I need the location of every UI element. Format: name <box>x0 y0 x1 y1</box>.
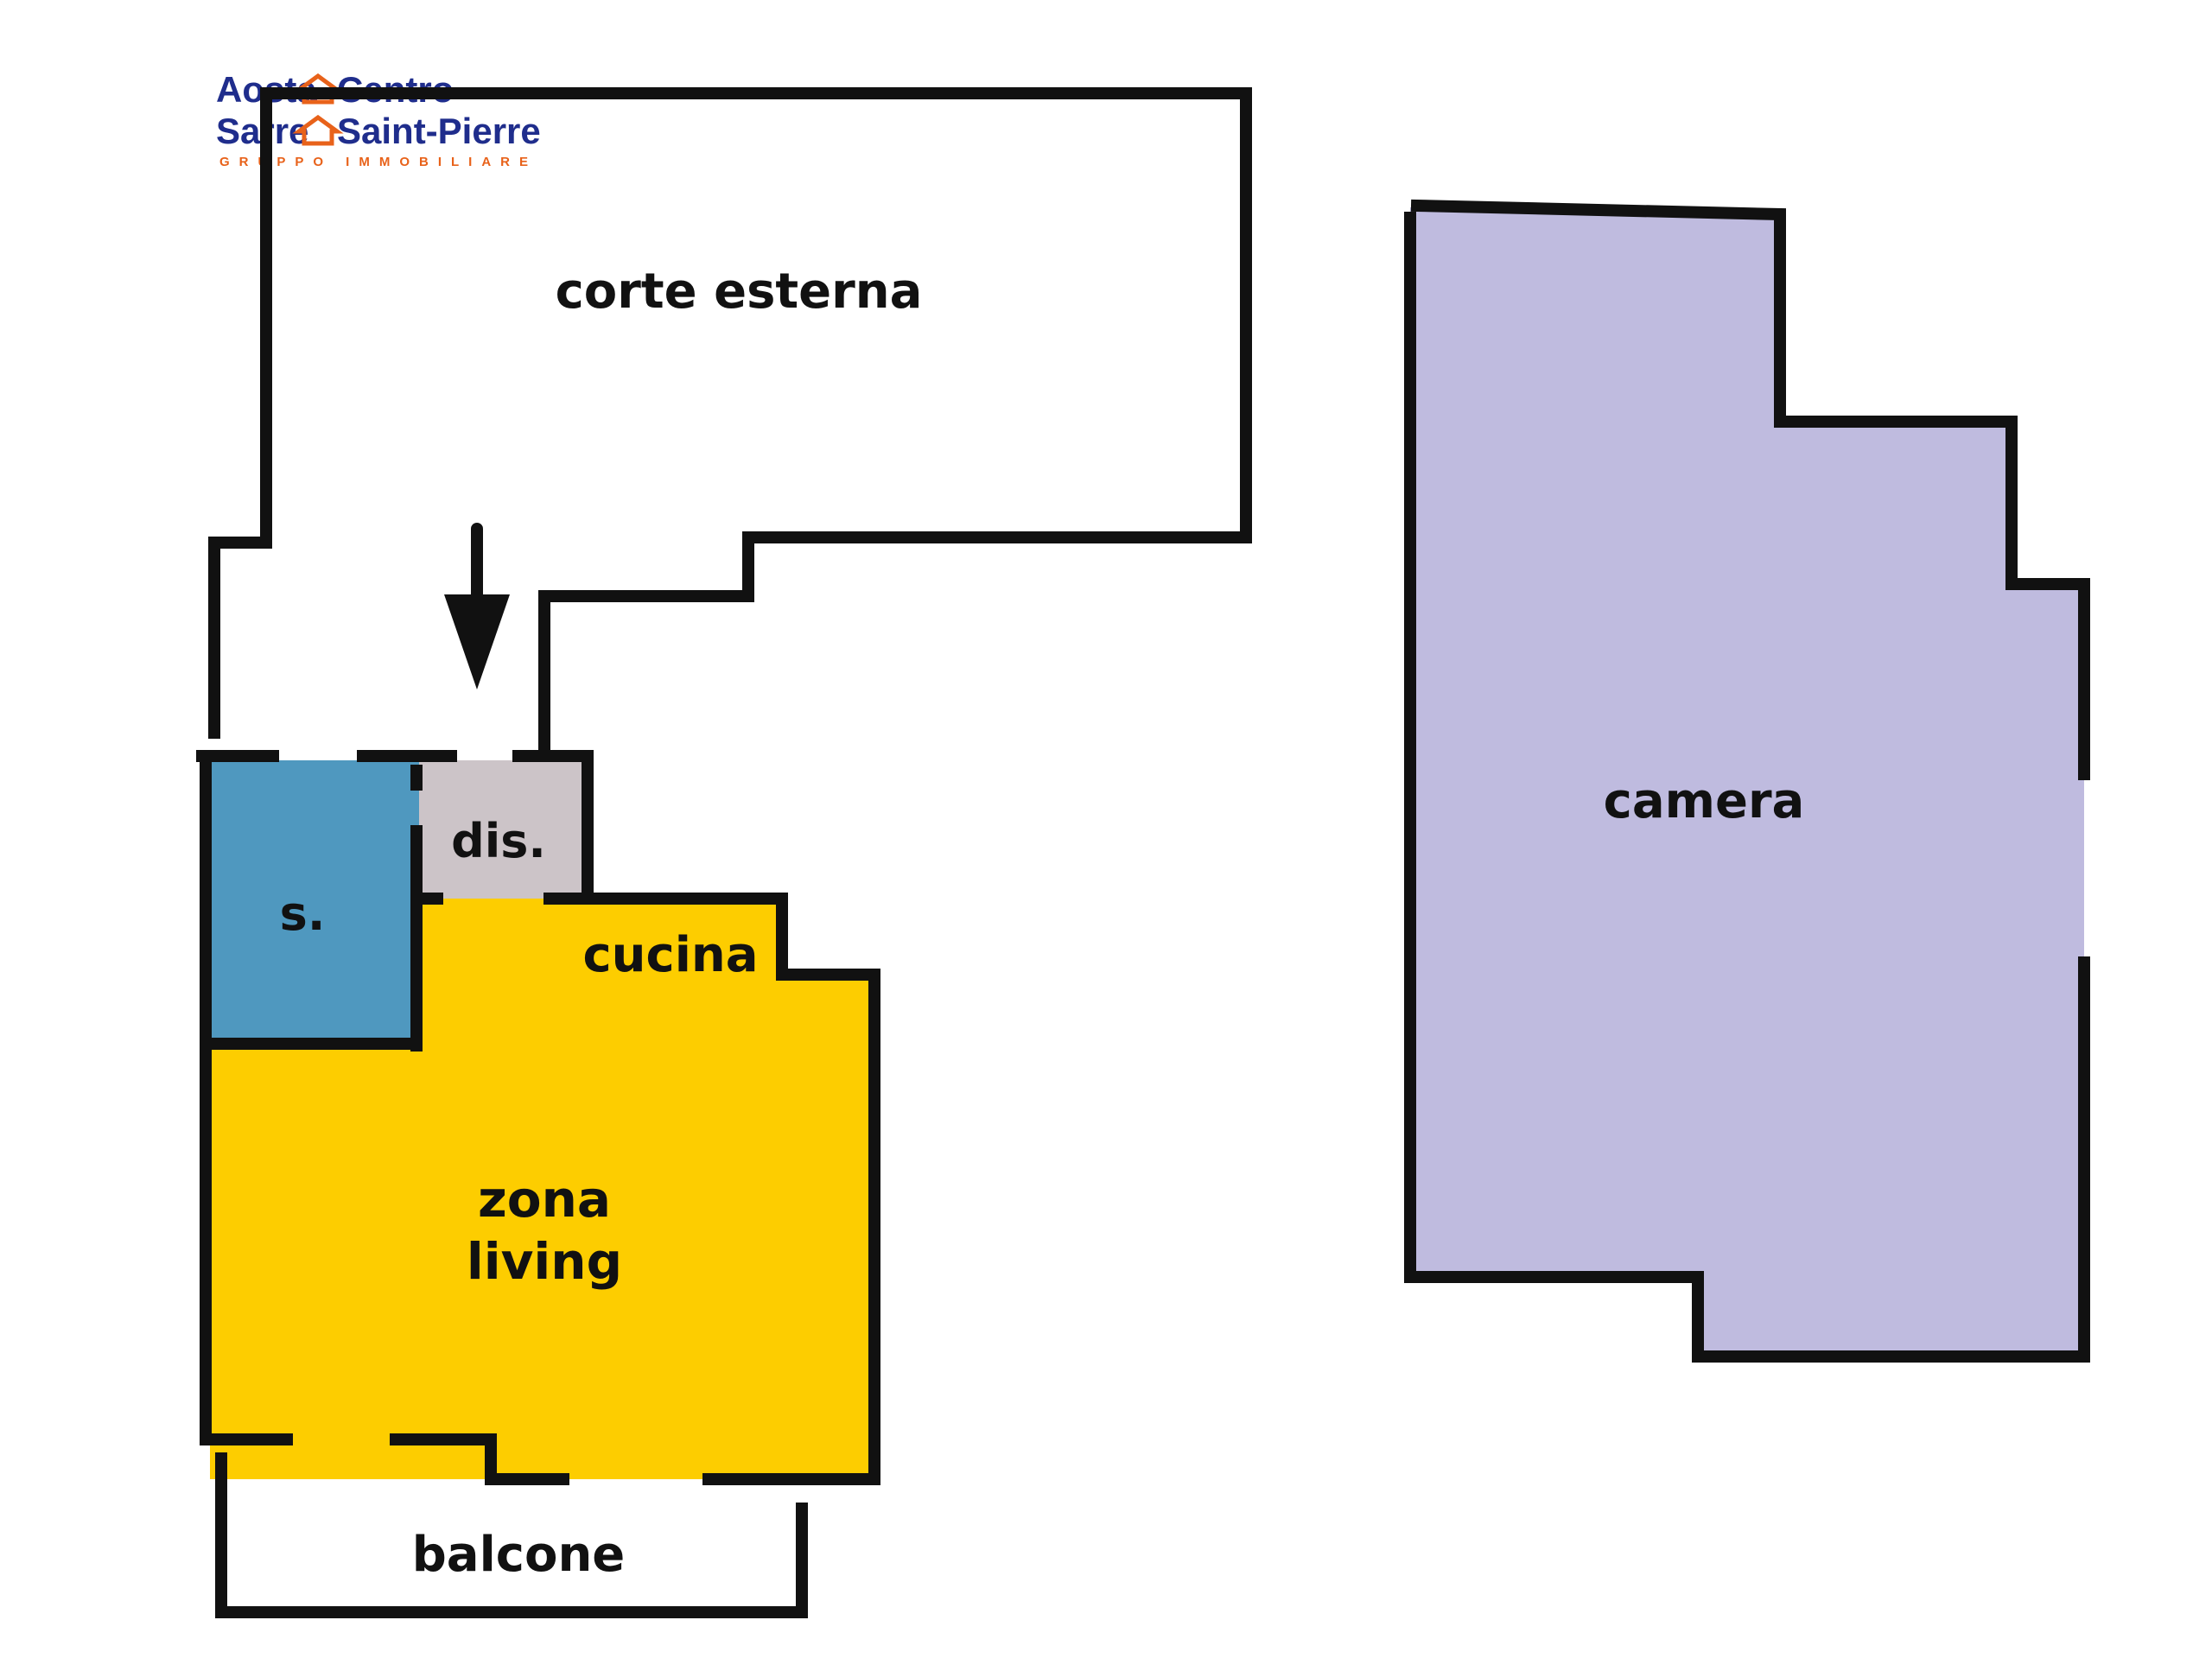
arrow-down-icon <box>444 523 510 689</box>
balcony-outline <box>215 1452 808 1618</box>
logo-line2-right: Saint-Pierre <box>337 111 541 151</box>
bathroom-room <box>210 760 419 1044</box>
bedroom-walls <box>1410 199 2090 780</box>
label-cucina: cucina <box>582 927 758 983</box>
apartment-walls <box>196 750 880 1485</box>
logo-tagline: GRUPPO IMMOBILIARE <box>219 155 537 169</box>
label-corte-esterna: corte esterna <box>556 264 923 320</box>
label-s: s. <box>280 886 326 941</box>
label-dis: dis. <box>451 814 546 868</box>
label-living: living <box>467 1232 622 1291</box>
label-balcone: balcone <box>412 1527 626 1583</box>
courtyard-outline <box>208 87 1252 759</box>
hallway-room <box>419 760 588 899</box>
bedroom-room <box>1410 207 2084 1356</box>
house-icon <box>292 114 344 146</box>
label-camera: camera <box>1604 773 1805 829</box>
bedroom-walls-lower <box>1404 212 2090 1363</box>
label-zona: zona <box>478 1170 611 1229</box>
